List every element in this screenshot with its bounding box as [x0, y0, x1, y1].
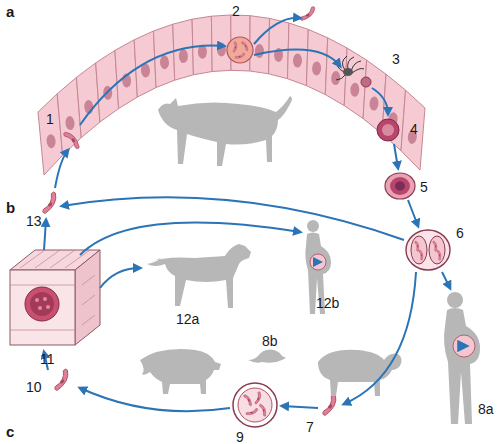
schizont — [227, 37, 253, 63]
cycle-arrows — [44, 18, 450, 411]
cell-nucleus — [65, 116, 75, 131]
parasite-in-cell — [63, 129, 80, 151]
callout-number: 5 — [420, 180, 428, 194]
rat-silhouette — [248, 350, 286, 363]
merozoite — [298, 6, 318, 22]
tissue-cyst — [233, 383, 277, 427]
gametes — [336, 56, 371, 87]
cat-silhouette — [158, 96, 292, 166]
callout-number: 8a — [478, 402, 494, 416]
callout-number: 13 — [26, 214, 42, 228]
pregnant-woman — [444, 292, 480, 424]
callout-number: 2 — [232, 4, 240, 18]
callout-number: 3 — [392, 52, 400, 66]
callout-number: 12a — [176, 312, 199, 326]
cell-nucleus — [293, 53, 302, 67]
cell-nucleus — [179, 49, 188, 63]
cell-nucleus — [255, 44, 264, 58]
pig-silhouette — [140, 349, 221, 394]
callout-number: 8b — [262, 334, 278, 348]
epithelial-cell — [401, 90, 425, 170]
callout-number: 9 — [236, 430, 244, 444]
intestinal-epithelium — [38, 15, 425, 175]
cell-nucleus — [46, 134, 56, 149]
callout-number: 6 — [456, 226, 464, 240]
epithelial-cell — [115, 40, 137, 109]
callout-number: 7 — [306, 420, 314, 434]
callout-number: 4 — [410, 122, 418, 136]
dog-silhouette — [147, 244, 251, 308]
panel-letter: c — [6, 424, 14, 439]
cell-nucleus — [312, 61, 322, 75]
callout-number: 12b — [316, 296, 339, 310]
epithelial-cell — [250, 16, 270, 74]
callout-number: 1 — [46, 112, 54, 126]
panel-letter: a — [6, 4, 14, 19]
cell-nucleus — [369, 96, 379, 111]
oocyst-in-cell — [377, 119, 399, 141]
epithelial-cell — [306, 29, 327, 94]
sheep-silhouette — [318, 350, 402, 396]
tachyzoite — [39, 191, 61, 214]
cell-nucleus — [331, 71, 341, 85]
sporulated-oocyst — [406, 230, 450, 270]
epithelial-cell — [211, 15, 231, 72]
bradyzoite — [51, 368, 73, 391]
cell-nucleus — [350, 83, 360, 97]
cell-nucleus — [160, 55, 170, 69]
sporozoite — [319, 393, 341, 416]
muscle-block — [10, 250, 100, 345]
callout-number: 10 — [26, 380, 42, 394]
epithelial-cell — [154, 24, 175, 87]
unsporulated-oocyst — [385, 173, 415, 199]
epithelial-cell — [288, 23, 309, 86]
callout-number: 11 — [40, 352, 55, 366]
cell-nucleus — [217, 43, 226, 57]
panel-letter: b — [6, 200, 15, 215]
